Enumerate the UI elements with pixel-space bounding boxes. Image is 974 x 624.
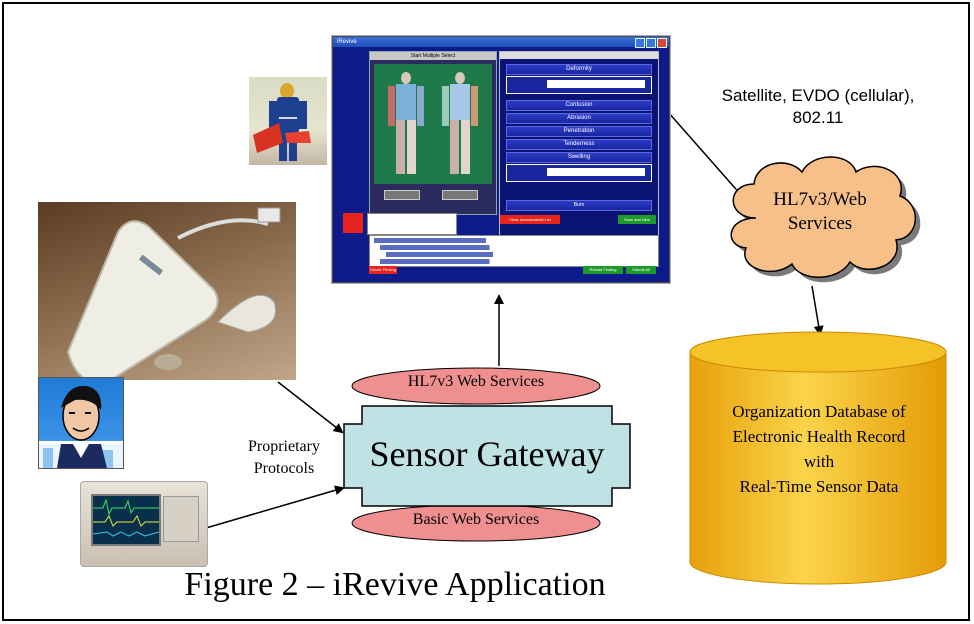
body-front-figure [386,72,426,176]
physical-exam-findings [369,235,659,267]
maximize-icon [646,38,656,48]
row-burn: Burn [506,200,652,211]
window-title: iRevive [337,39,357,45]
window-title-bar: iRevive [333,37,669,48]
database-label: Organization Database of Electronic Heal… [732,402,906,496]
panel-header: Start Multiple Select [370,52,496,60]
arrow-cloud-to-db [811,285,824,336]
delete-finding-button: Delete Finding [369,266,397,274]
view-button-left [384,190,420,200]
row-deformity: Deformity [506,64,652,75]
proprietary-protocols-label: Proprietary Protocols [248,438,320,477]
oximeter-device [66,207,281,380]
patient-monitor-photo [80,481,208,567]
network-types-label: Satellite, EVDO (cellular), 802.11 [721,86,915,127]
row-tenderness: Tenderness [506,139,652,150]
alert-button [343,213,363,233]
monitor-screen [91,494,161,546]
monitor-controls [163,496,199,542]
submit-all-button: Submit All [626,266,656,274]
line-screen-to-cloud [667,111,743,197]
row-abrasion: Abrasion [506,113,652,124]
basic-web-services-label: Basic Web Services [412,511,540,528]
hl7-web-services-cloud [730,156,921,283]
cloud-label: HL7v3/Web Services [773,189,867,234]
body-back-figure [440,72,480,176]
man-figure [39,385,123,468]
reload-finding-button: Reload Finding [583,266,623,274]
pulse-oximeter-photo [38,202,296,380]
swelling-field [506,164,652,182]
figure-caption: Figure 2 – iRevive Application [184,566,606,603]
assessment-tabs [500,52,658,59]
row-swelling: Swelling [506,152,652,163]
body-map-panel: Start Multiple Select [369,51,497,215]
body-figure-area [374,64,492,184]
save-and-new-button: Save and New [618,215,656,224]
close-icon [657,38,667,48]
assessment-panel: Deformity Contusion Abrasion Penetration… [499,51,659,241]
sensor-gateway-shape [343,405,631,507]
row-penetration: Penetration [506,126,652,137]
sensor-gateway-label: Sensor Gateway [369,434,605,474]
minimize-icon [635,38,645,48]
arrow-device-to-gateway [277,381,344,434]
rescue-worker-figure [253,83,311,161]
finding-list [367,213,457,235]
clear-assessments-button: Clear Assessments List [500,215,560,224]
database-cylinder [689,331,947,585]
hl7-web-services-label: HL7v3 Web Services [407,373,545,390]
view-button-right [442,190,478,200]
rescue-worker-photo [249,77,327,165]
hl7-web-services-ellipse [351,367,601,405]
row-contusion: Contusion [506,100,652,111]
irevive-screenshot: iRevive Start Multiple Select Deformity … [332,36,670,283]
arrow-monitor-to-gateway [205,485,345,529]
deformity-field [506,76,652,94]
cartoon-man-clipart [38,377,124,469]
